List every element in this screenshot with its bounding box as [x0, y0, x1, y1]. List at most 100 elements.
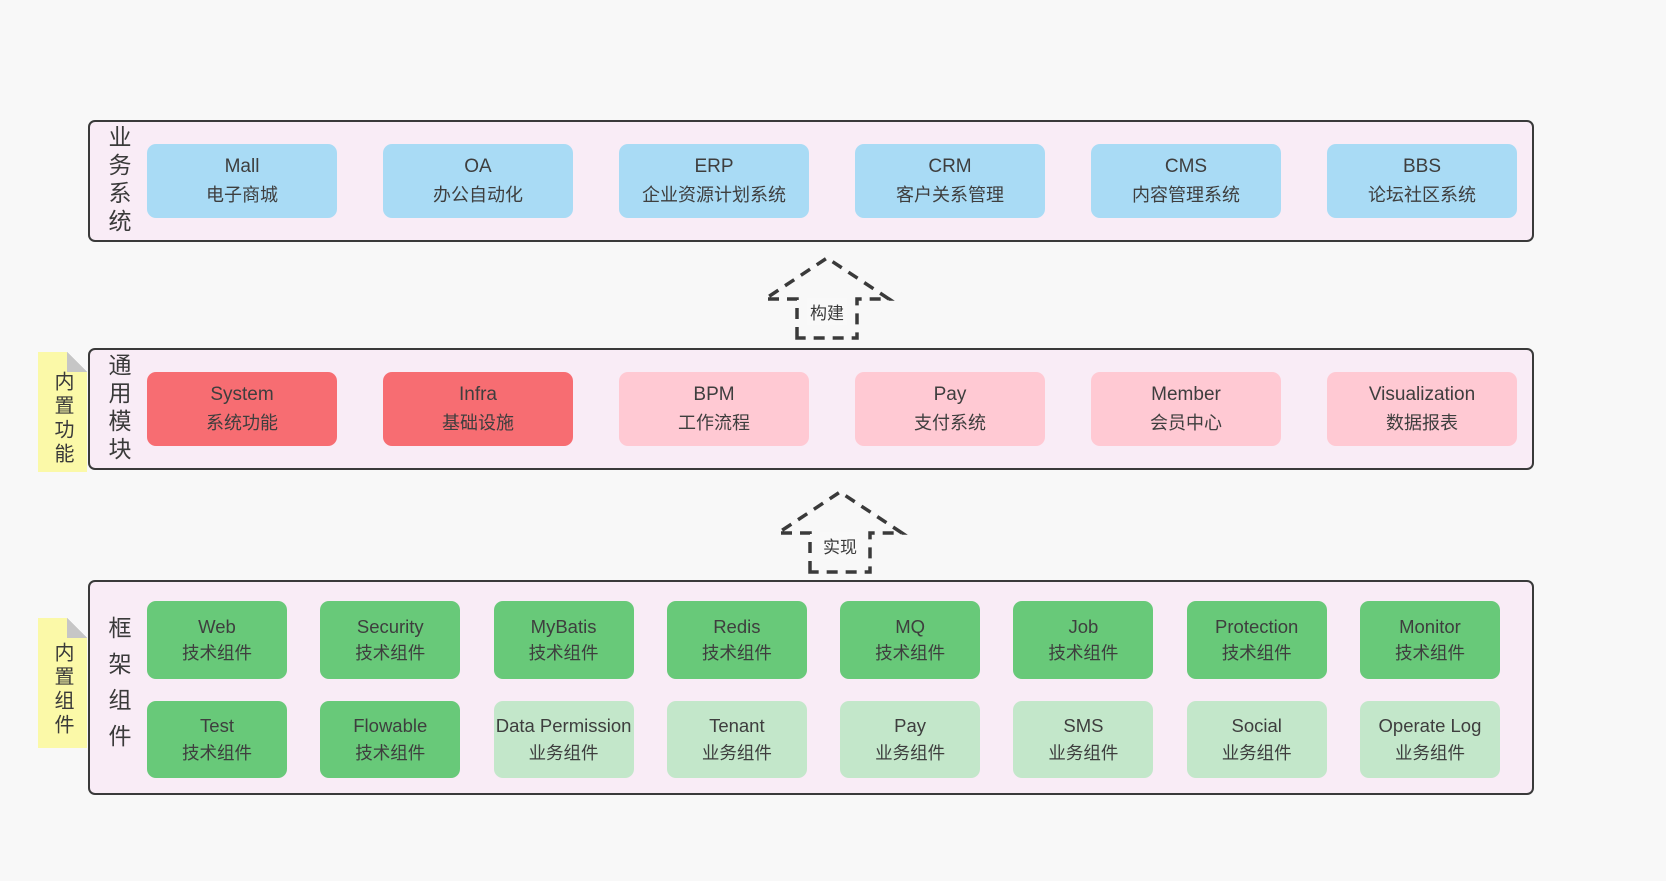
box-test: Test 技术组件 [147, 701, 287, 778]
business-box-row: Mall 电子商城 OA 办公自动化 ERP 企业资源计划系统 CRM 客户关系… [90, 144, 1532, 218]
box-pay-system: Pay 支付系统 [855, 372, 1045, 446]
box-visualization-name: Visualization [1368, 384, 1476, 406]
box-sms: SMS 业务组件 [1013, 701, 1154, 778]
box-security-desc: 技术组件 [355, 643, 426, 664]
box-redis: Redis 技术组件 [666, 601, 807, 679]
box-pay-system-name: Pay [933, 384, 967, 406]
builtin-features-tab-text: 内置功能 [51, 371, 73, 467]
box-tenant-desc: 业务组件 [701, 742, 772, 763]
layer-framework-components: 框架组件 Web 技术组件 Security 技术组件 MyBatis 技术组件… [88, 580, 1534, 795]
box-erp-desc: 企业资源计划系统 [642, 185, 786, 206]
box-job: Job 技术组件 [1013, 601, 1154, 679]
box-web-name: Web [198, 615, 236, 637]
box-sms-desc: 业务组件 [1048, 742, 1119, 763]
box-crm-name: CRM [928, 156, 972, 178]
box-member-desc: 会员中心 [1150, 413, 1222, 434]
build-arrow-label: 构建 [807, 298, 847, 325]
component-row-2: Test 技术组件 Flowable 技术组件 Data Permission … [90, 701, 1532, 778]
box-data-permission: Data Permission 业务组件 [493, 701, 634, 778]
box-oa-name: OA [464, 156, 492, 178]
box-oa: OA 办公自动化 [383, 144, 573, 218]
builtin-components-tab: 内置组件 [38, 618, 87, 748]
box-web: Web 技术组件 [147, 601, 287, 679]
box-flowable-name: Flowable [353, 715, 428, 737]
box-job-desc: 技术组件 [1048, 643, 1119, 664]
box-pay-system-desc: 支付系统 [914, 413, 986, 434]
box-operate-log-name: Operate Log [1378, 715, 1482, 737]
box-data-permission-name: Data Permission [495, 715, 632, 737]
box-mybatis-name: MyBatis [530, 615, 597, 637]
implement-arrow: 实现 [770, 488, 910, 576]
box-infra-name: Infra [458, 384, 498, 406]
box-social-name: Social [1231, 715, 1282, 737]
sticky-fold-icon [67, 618, 87, 638]
box-security: Security 技术组件 [320, 601, 461, 679]
box-oa-desc: 办公自动化 [433, 185, 523, 206]
box-bbs-name: BBS [1402, 156, 1442, 178]
box-test-name: Test [200, 715, 234, 737]
box-pay-component: Pay 业务组件 [840, 701, 981, 778]
box-mall: Mall 电子商城 [147, 144, 337, 218]
box-web-desc: 技术组件 [182, 643, 252, 664]
box-system: System 系统功能 [147, 372, 337, 446]
box-mybatis-desc: 技术组件 [528, 643, 599, 664]
box-member-name: Member [1151, 384, 1221, 406]
box-mq-desc: 技术组件 [875, 643, 946, 664]
box-test-desc: 技术组件 [182, 742, 252, 763]
box-cms: CMS 内容管理系统 [1091, 144, 1281, 218]
layer-business-systems: 业务系统 Mall 电子商城 OA 办公自动化 ERP 企业资源计划系统 CRM… [88, 120, 1534, 242]
box-bbs-desc: 论坛社区系统 [1368, 185, 1476, 206]
box-flowable-desc: 技术组件 [355, 742, 426, 763]
layer-common-label: 通用模块 [90, 350, 146, 468]
layer-business-label: 业务系统 [90, 122, 146, 240]
box-infra-desc: 基础设施 [442, 413, 514, 434]
layer-framework-label: 框架组件 [90, 582, 146, 793]
box-bpm-name: BPM [693, 384, 735, 406]
box-mybatis: MyBatis 技术组件 [493, 601, 634, 679]
box-mq-name: MQ [895, 615, 926, 637]
layer-business-label-text: 业务系统 [105, 125, 131, 237]
box-tenant: Tenant 业务组件 [666, 701, 807, 778]
box-sms-name: SMS [1063, 715, 1104, 737]
box-flowable: Flowable 技术组件 [320, 701, 461, 778]
box-job-name: Job [1068, 615, 1099, 637]
box-protection-name: Protection [1215, 615, 1299, 637]
box-operate-log: Operate Log 业务组件 [1359, 701, 1500, 778]
box-tenant-name: Tenant [709, 715, 765, 737]
box-crm-desc: 客户关系管理 [896, 185, 1004, 206]
layer-common-label-text: 通用模块 [105, 353, 131, 465]
box-monitor-name: Monitor [1399, 615, 1461, 637]
layer-framework-label-text: 框架组件 [105, 615, 131, 760]
box-pay-component-desc: 业务组件 [875, 742, 946, 763]
box-mall-desc: 电子商城 [206, 185, 278, 206]
component-row-1: Web 技术组件 Security 技术组件 MyBatis 技术组件 Redi… [90, 601, 1532, 679]
box-member: Member 会员中心 [1091, 372, 1281, 446]
sticky-fold-icon [67, 352, 87, 372]
box-system-desc: 系统功能 [206, 413, 278, 434]
layer-common-modules: 通用模块 System 系统功能 Infra 基础设施 BPM 工作流程 Pay… [88, 348, 1534, 470]
box-protection: Protection 技术组件 [1186, 601, 1327, 679]
box-visualization-desc: 数据报表 [1386, 413, 1458, 434]
box-operate-log-desc: 业务组件 [1394, 742, 1465, 763]
box-infra: Infra 基础设施 [383, 372, 573, 446]
builtin-components-tab-text: 内置组件 [51, 642, 73, 738]
box-data-permission-desc: 业务组件 [528, 742, 599, 763]
box-erp: ERP 企业资源计划系统 [619, 144, 809, 218]
box-cms-desc: 内容管理系统 [1132, 185, 1240, 206]
build-arrow: 构建 [757, 254, 897, 342]
box-redis-desc: 技术组件 [701, 643, 772, 664]
box-bpm: BPM 工作流程 [619, 372, 809, 446]
box-mq: MQ 技术组件 [840, 601, 981, 679]
box-redis-name: Redis [713, 615, 761, 637]
box-security-name: Security [356, 615, 424, 637]
box-mall-name: Mall [224, 156, 260, 178]
box-crm: CRM 客户关系管理 [855, 144, 1045, 218]
box-social: Social 业务组件 [1186, 701, 1327, 778]
up-arrow-icon [772, 489, 908, 574]
implement-arrow-label: 实现 [820, 532, 860, 559]
up-arrow-icon [759, 255, 895, 340]
box-bpm-desc: 工作流程 [678, 413, 750, 434]
box-protection-desc: 技术组件 [1221, 643, 1292, 664]
box-monitor: Monitor 技术组件 [1359, 601, 1500, 679]
